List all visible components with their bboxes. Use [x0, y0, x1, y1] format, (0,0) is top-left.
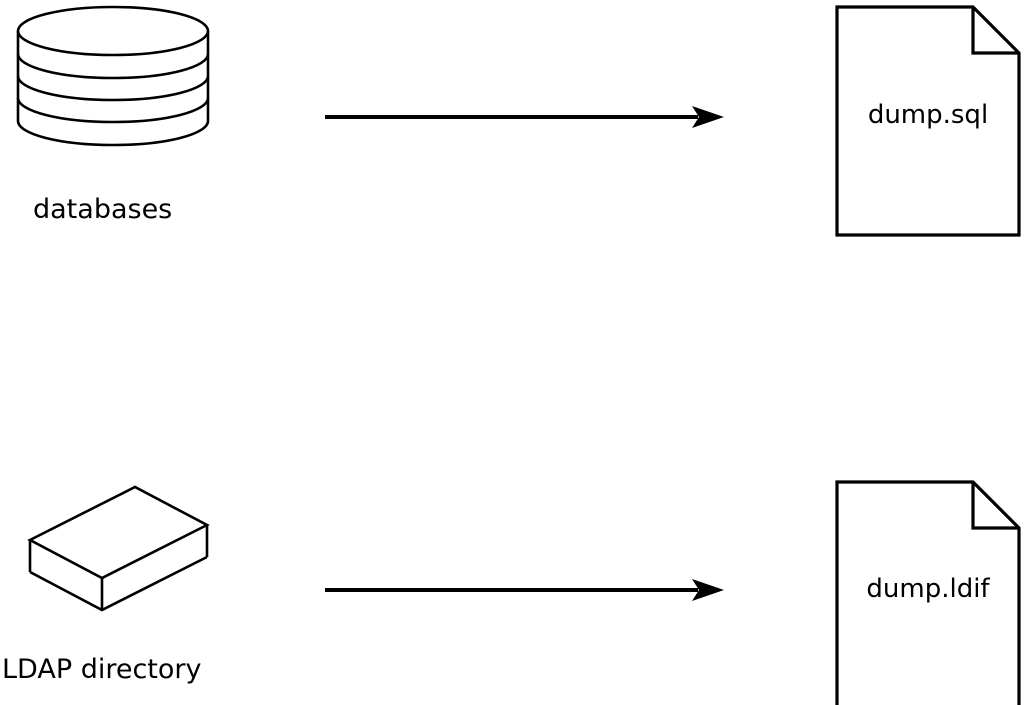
box-3d-icon [25, 483, 211, 614]
file-name-label: dump.sql [867, 100, 989, 130]
document-icon [834, 479, 1022, 705]
document-icon [834, 4, 1022, 238]
file-name-label: dump.ldif [866, 574, 990, 604]
arrow-icon [320, 575, 730, 605]
source-label: databases [33, 194, 173, 225]
database-icon [15, 4, 211, 148]
arrow-icon [320, 102, 730, 132]
source-label: LDAP directory [2, 654, 202, 685]
